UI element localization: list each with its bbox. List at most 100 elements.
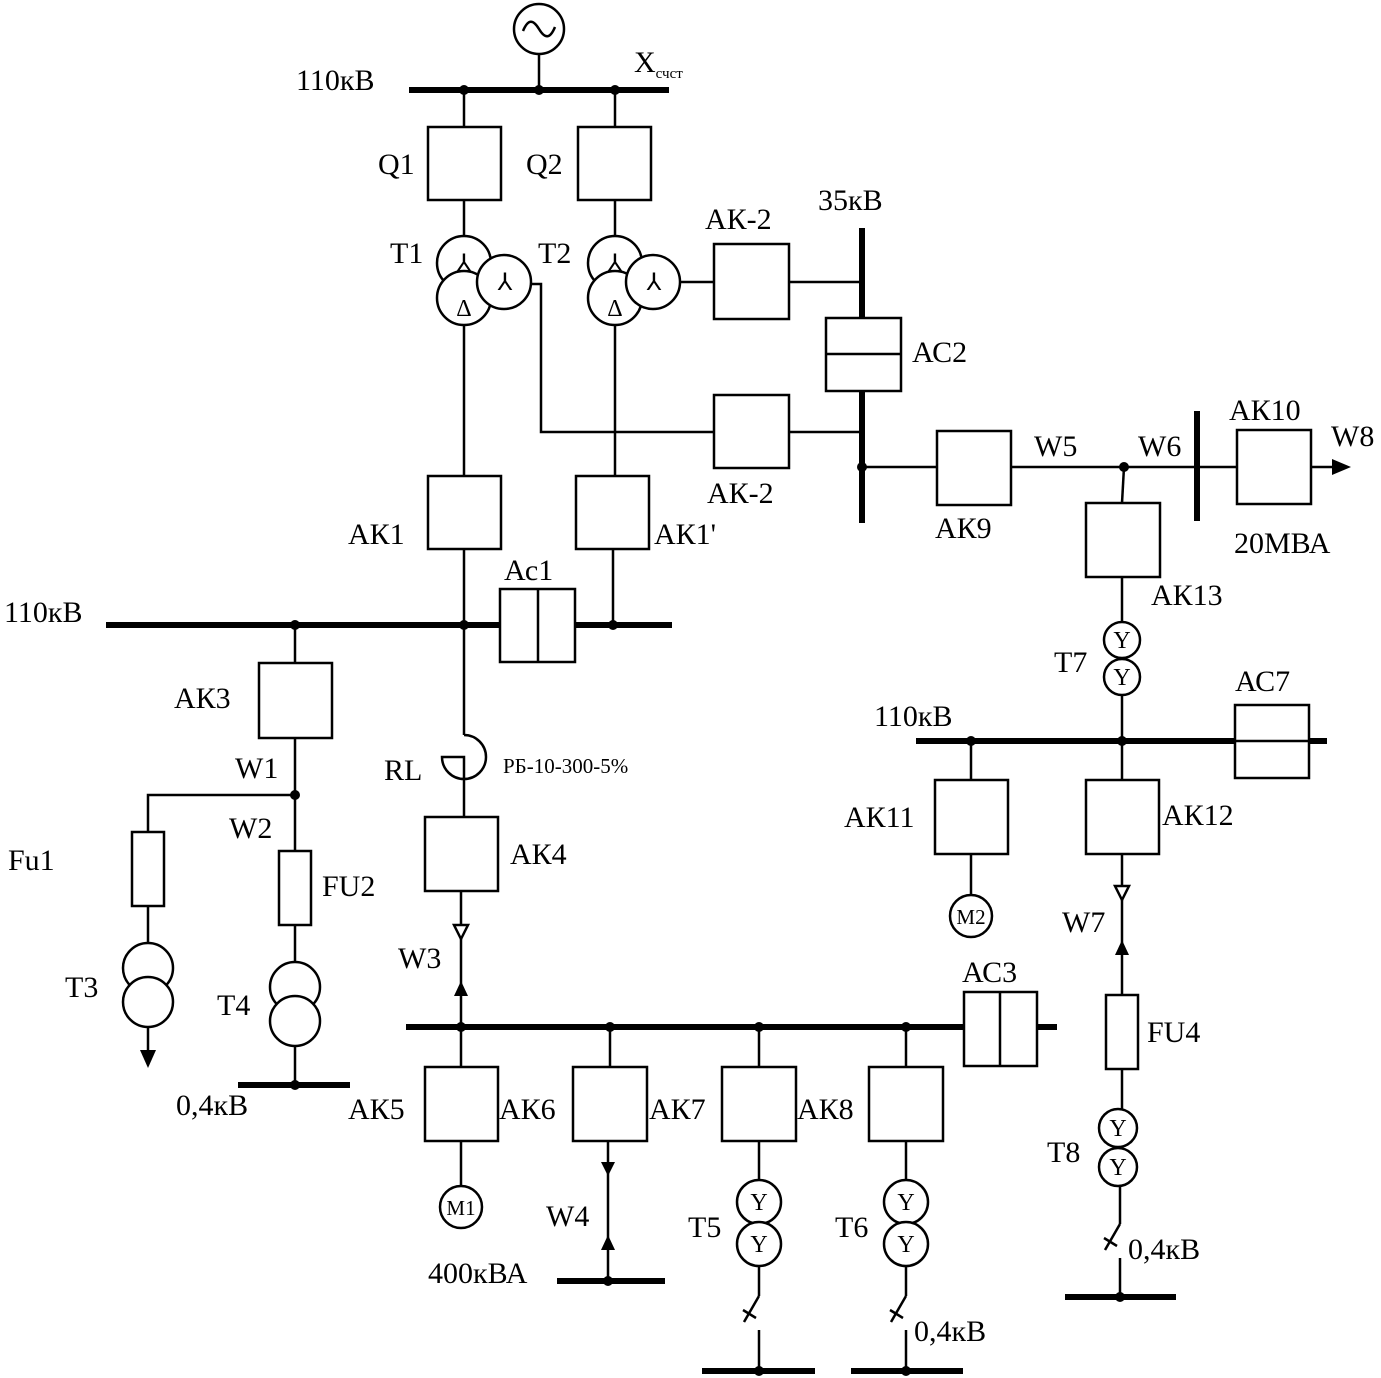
cable-end-up-icon xyxy=(1115,940,1129,955)
label-ak7: АК7 xyxy=(649,1093,706,1126)
label-0.4kv-left: 0,4кВ xyxy=(176,1089,248,1122)
label-bus-35kv: 35кВ xyxy=(818,184,883,217)
ak4[interactable] xyxy=(423,815,500,893)
label-ak4: АК4 xyxy=(510,838,567,871)
label-0.4kv-t8: 0,4кВ xyxy=(1128,1233,1200,1266)
label-ak13: АК13 xyxy=(1151,579,1223,612)
transformer-t7[interactable]: Y Y xyxy=(1102,620,1142,697)
label-t2: T2 xyxy=(538,237,571,270)
motor-m2[interactable] xyxy=(948,893,994,939)
transformer-t6[interactable]: Y Y xyxy=(882,1178,930,1268)
transformer-t3[interactable] xyxy=(121,941,175,1029)
arrow-right-icon xyxy=(1332,459,1351,475)
star-winding-icon: ⅄ xyxy=(456,251,472,277)
ak5[interactable] xyxy=(423,1065,500,1143)
label-q2: Q2 xyxy=(526,148,563,181)
disconnect-switch-t8[interactable] xyxy=(1103,1186,1122,1297)
label-ak1-prime: АК1' xyxy=(654,518,716,551)
label-ak1: АК1 xyxy=(348,518,405,551)
sectional-ac2[interactable] xyxy=(824,316,903,393)
star-winding-icon: ⅄ xyxy=(646,270,662,296)
ak-2-bottom[interactable] xyxy=(712,393,791,470)
label-t6: T6 xyxy=(835,1211,868,1244)
label-reactor-type: РБ-10-300-5% xyxy=(503,754,628,778)
star-winding-icon: ⅄ xyxy=(497,270,513,296)
label-ak3: АК3 xyxy=(174,682,231,715)
label-m2: M2 xyxy=(956,905,985,929)
transformer-t4[interactable] xyxy=(268,960,322,1048)
label-w5: W5 xyxy=(1034,430,1077,463)
ak-2-top[interactable] xyxy=(712,242,791,321)
svg-text:Y: Y xyxy=(750,1232,767,1258)
ak8[interactable] xyxy=(867,1065,945,1143)
reactor-rl[interactable] xyxy=(440,733,488,790)
label-ak5: АК5 xyxy=(348,1093,405,1126)
ak1-prime[interactable] xyxy=(574,474,651,551)
fuse-fu4[interactable] xyxy=(1104,993,1140,1071)
label-ak10: АК10 xyxy=(1229,394,1301,427)
transformer-t5[interactable]: Y Y xyxy=(735,1178,783,1268)
ak12[interactable] xyxy=(1084,778,1161,856)
label-ac1: Ас1 xyxy=(504,554,553,587)
cable-end-down-icon xyxy=(1112,884,1132,903)
breaker-q1[interactable] xyxy=(426,125,503,202)
cable-end-up-icon xyxy=(601,1235,615,1250)
sectional-ac3[interactable] xyxy=(962,990,1039,1068)
delta-winding-icon: Δ xyxy=(456,296,471,322)
label-w3: W3 xyxy=(398,942,441,975)
label-bus-110kv-source: 110кВ xyxy=(296,64,374,97)
label-fu1: Fu1 xyxy=(8,844,55,877)
disconnect-switch-t6[interactable] xyxy=(889,1266,908,1371)
label-t5: T5 xyxy=(688,1211,721,1244)
disconnect-switch-t5[interactable] xyxy=(742,1266,761,1371)
sectional-ac7[interactable] xyxy=(1233,703,1311,780)
label-t7: T7 xyxy=(1054,646,1087,679)
svg-text:Y: Y xyxy=(897,1232,914,1258)
ak11[interactable] xyxy=(933,778,1010,856)
cable-end-up-icon xyxy=(454,981,468,996)
label-fu4: FU4 xyxy=(1147,1016,1200,1049)
svg-text:Y: Y xyxy=(750,1190,767,1216)
label-ak-2-bottom: АК-2 xyxy=(707,477,774,510)
label-ak8: АК8 xyxy=(797,1093,854,1126)
ak7[interactable] xyxy=(720,1065,798,1143)
ak10[interactable] xyxy=(1235,428,1313,506)
transformer-t8[interactable]: Y Y xyxy=(1097,1107,1139,1188)
label-rl: RL xyxy=(384,754,422,787)
label-fu2: FU2 xyxy=(322,870,375,903)
label-w8: W8 xyxy=(1331,420,1374,453)
transformer-t2[interactable]: ⅄ Δ ⅄ xyxy=(586,234,682,327)
label-ac2: АС2 xyxy=(912,336,967,369)
label-m1: M1 xyxy=(446,1196,475,1220)
label-bus-110kv-left: 110кВ xyxy=(4,596,82,629)
label-ac3: АС3 xyxy=(962,956,1017,989)
label-20mva: 20МВА xyxy=(1234,527,1331,560)
transformer-t1[interactable]: ⅄ Δ ⅄ xyxy=(435,234,533,327)
label-ak11: АК11 xyxy=(844,801,915,834)
ak1[interactable] xyxy=(426,474,503,551)
label-w2: W2 xyxy=(229,812,272,845)
svg-text:Y: Y xyxy=(897,1190,914,1216)
svg-text:Y: Y xyxy=(1109,1116,1126,1142)
svg-text:Y: Y xyxy=(1113,628,1130,654)
delta-winding-icon: Δ xyxy=(607,296,622,322)
sectional-ac1[interactable] xyxy=(498,587,577,664)
arrow-down-icon xyxy=(140,1050,156,1068)
label-ak12: АК12 xyxy=(1162,799,1234,832)
ak13[interactable] xyxy=(1084,501,1162,579)
star-winding-icon: ⅄ xyxy=(607,251,623,277)
label-w6: W6 xyxy=(1138,430,1181,463)
ak3[interactable] xyxy=(257,661,334,740)
fuse-fu1[interactable] xyxy=(130,830,166,908)
fuse-fu2[interactable] xyxy=(277,849,313,927)
ak6[interactable] xyxy=(571,1065,649,1143)
label-t8: T8 xyxy=(1047,1136,1080,1169)
label-w7: W7 xyxy=(1062,906,1105,939)
label-t3: T3 xyxy=(65,971,98,1004)
cable-end-down-icon xyxy=(451,923,471,942)
ak9[interactable] xyxy=(935,429,1013,507)
motor-m1[interactable] xyxy=(438,1184,484,1230)
breaker-q2[interactable] xyxy=(576,125,653,202)
label-ac7: АС7 xyxy=(1235,665,1290,698)
